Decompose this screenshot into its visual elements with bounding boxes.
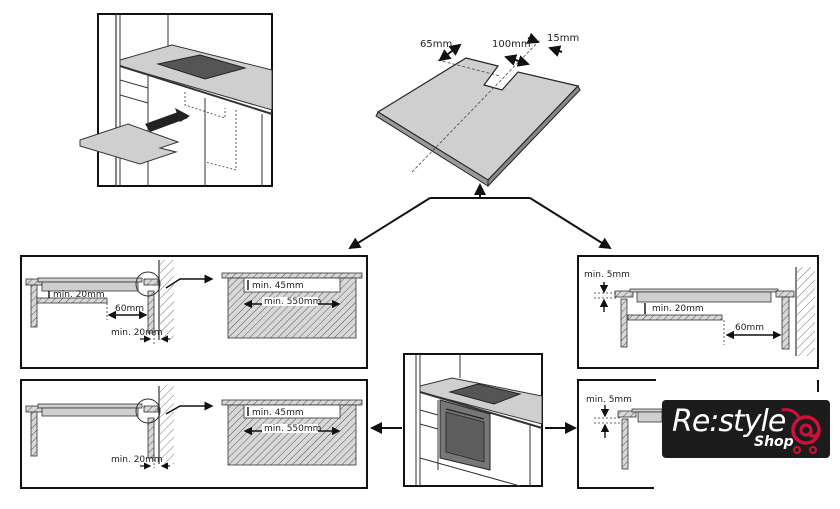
gap-to-wall-label: 60mm	[735, 323, 764, 333]
gap-under-hob-label: min. 20mm	[652, 304, 704, 314]
dim-65-label: 65mm	[420, 39, 452, 50]
lip-label: min. 5mm	[584, 270, 630, 280]
side-gap-label: min. 20mm	[111, 455, 163, 465]
oven-kitchen-illustration	[403, 353, 543, 487]
logo-brand-text: Re:style	[672, 404, 786, 439]
flow-arrows	[348, 183, 612, 434]
shopping-cart-at-icon	[781, 408, 821, 454]
gap-under-hob-label: min. 20mm	[53, 290, 105, 300]
detail-width-label: min. 550mm	[264, 424, 321, 434]
mid-left-panel: min. 20mm 60mm min. 20mm min. 45mm min. …	[20, 255, 368, 369]
dim-100-label: 100mm	[492, 39, 531, 50]
dim-15-label: 15mm	[547, 33, 579, 44]
gap-to-wall-label: 60mm	[115, 304, 144, 314]
worktop-cutout-diagram: 65mm 100mm 15mm	[375, 32, 581, 188]
side-gap-label: min. 20mm	[111, 328, 163, 338]
logo-sub-text: Shop	[754, 434, 794, 450]
lip-label: min. 5mm	[586, 395, 632, 405]
detail-width-label: min. 550mm	[264, 297, 321, 307]
detail-depth-label: min. 45mm	[252, 281, 304, 291]
bottom-right-panel: min. 5mm	[577, 379, 819, 489]
mid-right-panel: min. 5mm min. 20mm 60mm	[577, 255, 819, 369]
detail-depth-label: min. 45mm	[252, 408, 304, 418]
restyle-shop-logo: Re:style Shop	[662, 400, 830, 458]
kitchen-insert-illustration	[79, 13, 273, 187]
bottom-left-panel: min. 20mm min. 45mm min. 550mm	[20, 379, 368, 489]
